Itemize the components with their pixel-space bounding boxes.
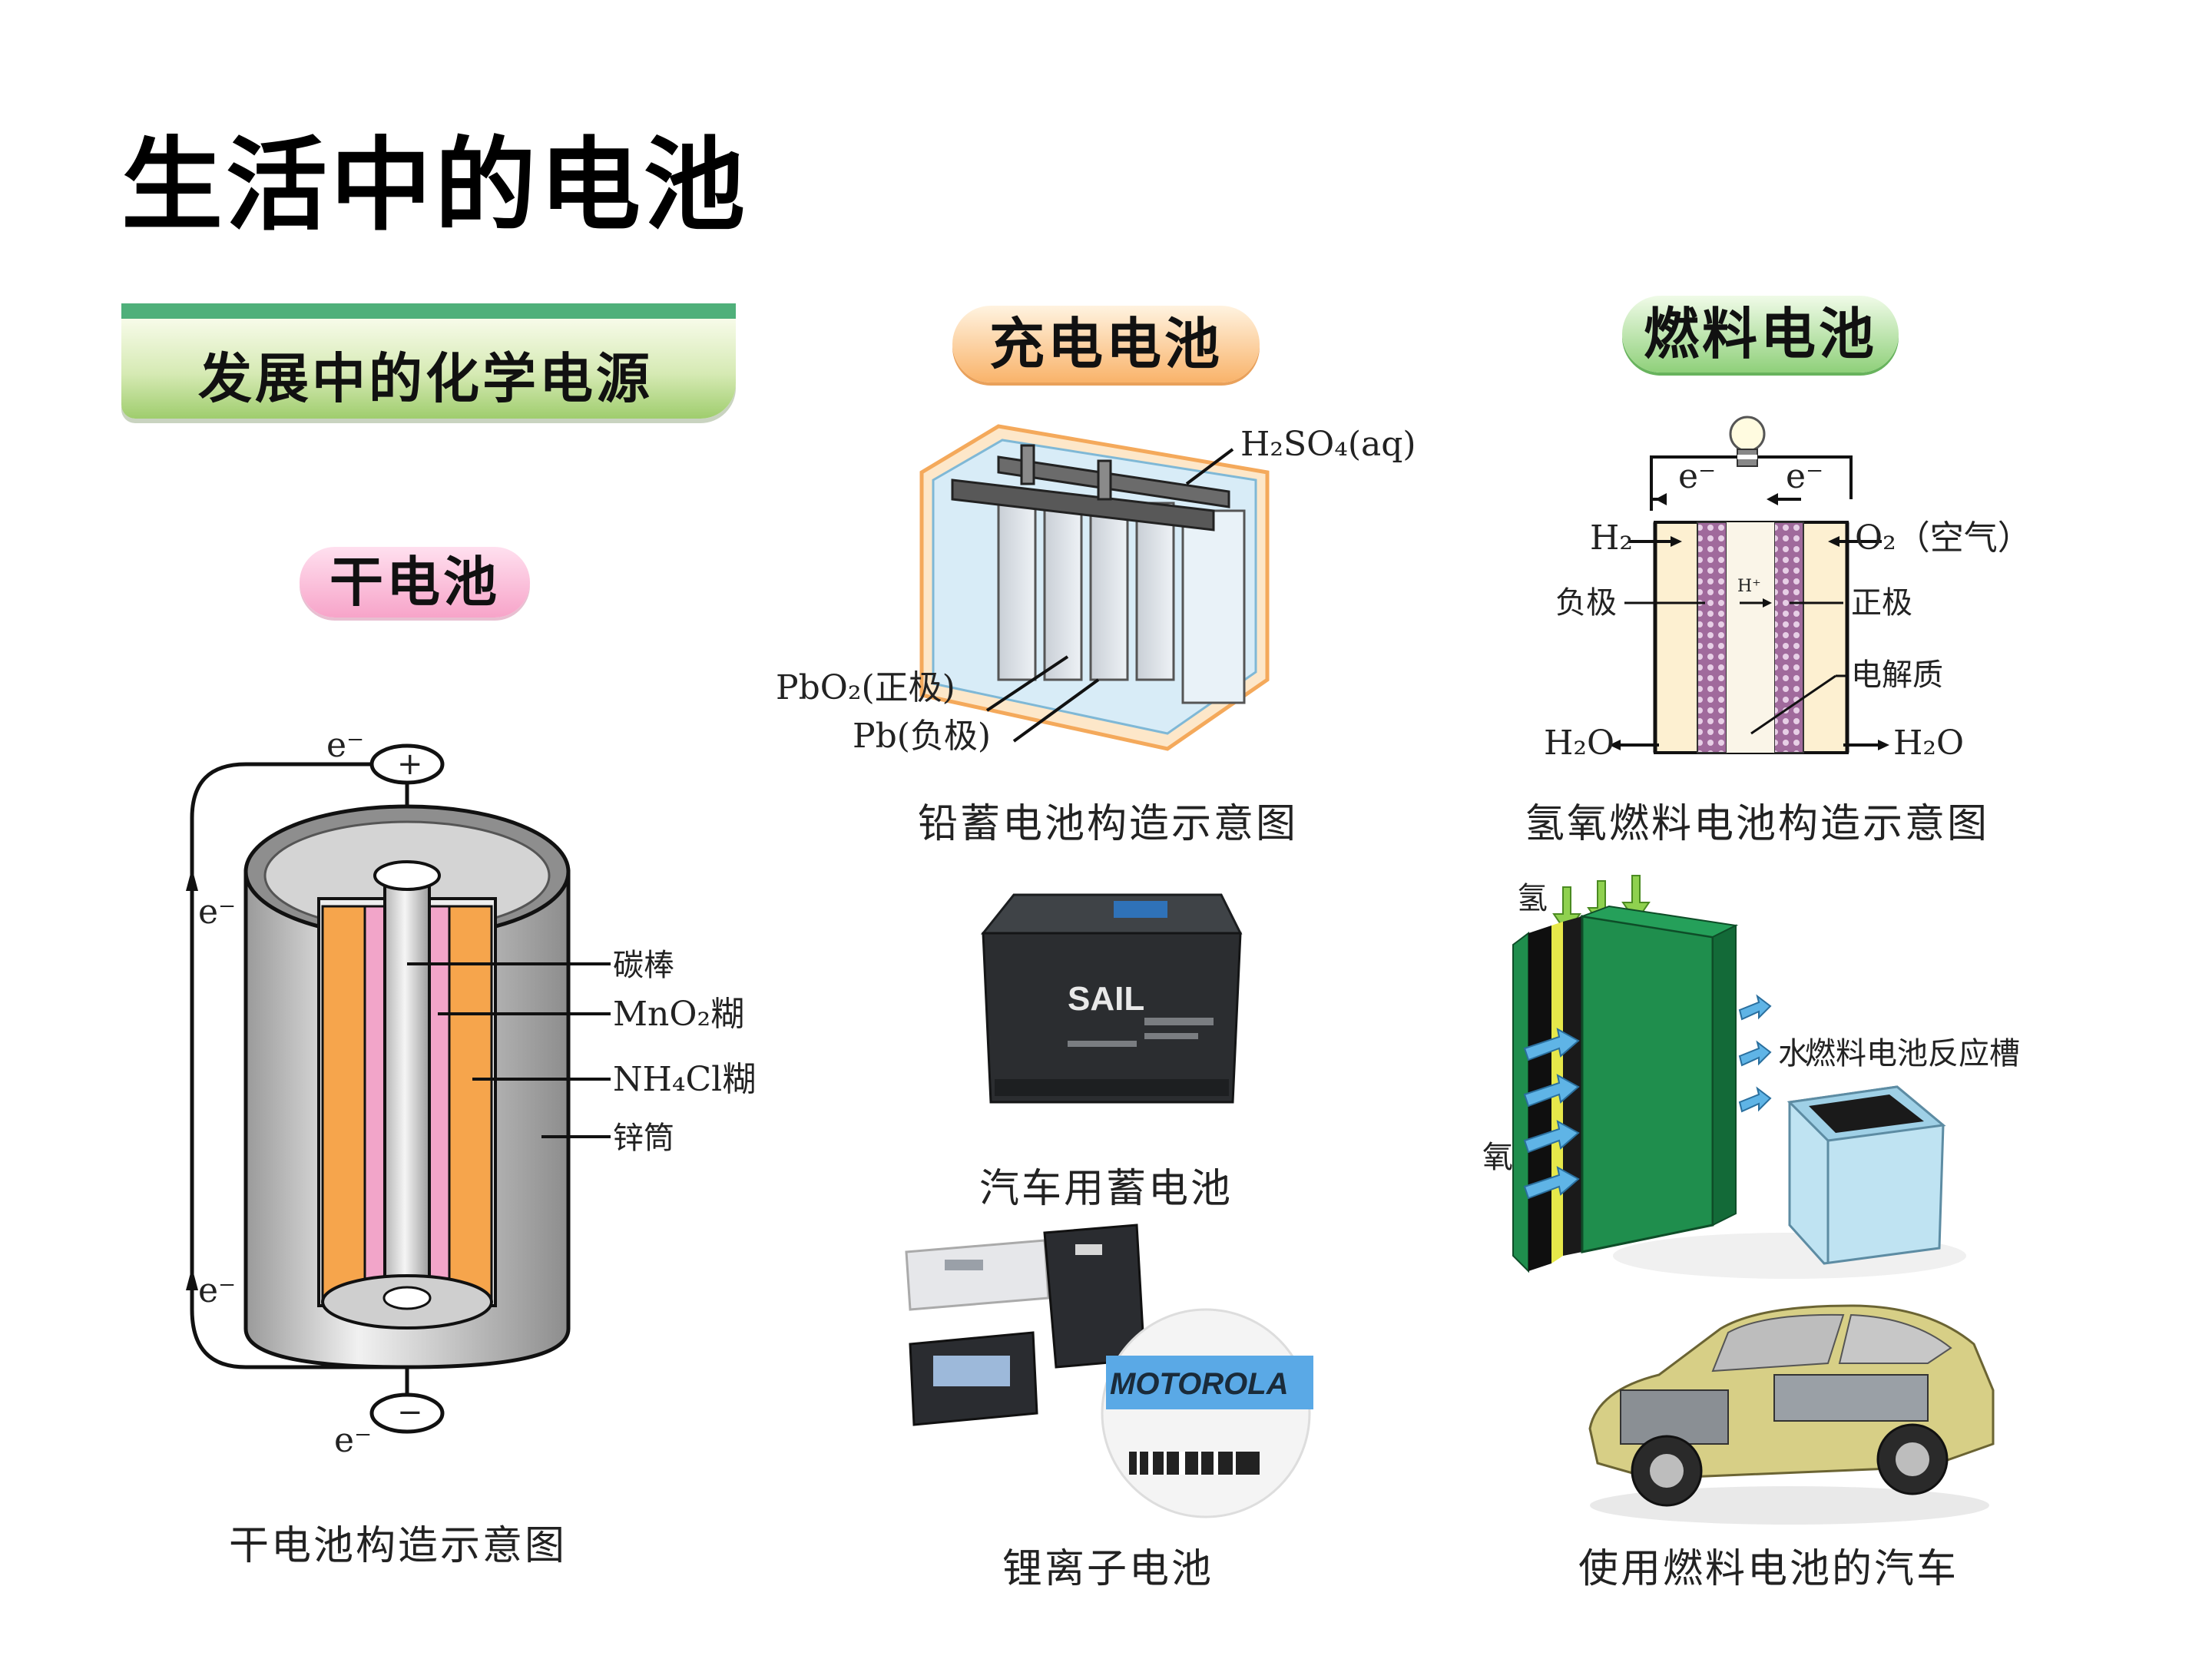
battery-brand: SAIL xyxy=(1068,980,1144,1018)
mno2-label: MnO₂糊 xyxy=(613,995,744,1034)
plus-sign: + xyxy=(397,747,423,782)
h2-label: H₂ xyxy=(1590,518,1633,558)
electrolyte-label: 电解质 xyxy=(1851,657,1943,693)
section-banner: 发展中的化学电源 xyxy=(121,303,736,419)
electron-label: e⁻ xyxy=(198,1271,236,1310)
negative-electrode-label: 负极 xyxy=(1555,585,1617,621)
electron-label: e⁻ xyxy=(326,726,364,765)
carbon-rod-label: 碳棒 xyxy=(613,948,674,983)
car-battery-caption: 汽车用蓄电池 xyxy=(979,1166,1233,1212)
electrolyte-label: H₂SO₄(aq) xyxy=(1240,425,1416,464)
fuel-cell-car-image xyxy=(1588,1304,1995,1525)
dry-cell-tag: 干电池 xyxy=(300,547,530,618)
li-ion-caption: 锂离子电池 xyxy=(1002,1546,1214,1592)
fuel-cell-car-caption: 使用燃料电池的汽车 xyxy=(1578,1546,1959,1592)
minus-sign: − xyxy=(397,1395,423,1430)
electron-label: e⁻ xyxy=(1678,457,1716,496)
h2o-left-label: H₂O xyxy=(1544,724,1614,763)
electron-label: e⁻ xyxy=(198,892,236,932)
positive-electrode-label: 正极 xyxy=(1851,585,1912,621)
oxygen-label: 氧 xyxy=(1482,1140,1513,1175)
page-title: 生活中的电池 xyxy=(121,127,748,245)
lead-acid-diagram: H₂SO₄(aq) PbO₂(正极) Pb(负极) xyxy=(776,424,1416,756)
negative-plate-label: Pb(负极) xyxy=(853,717,991,756)
nh4cl-label: NH₄Cl糊 xyxy=(613,1060,756,1099)
fuel-cell-stack-image: 氢 氧 水 燃料电池反应槽 xyxy=(1482,875,2020,1279)
positive-plate-label: PbO₂(正极) xyxy=(776,668,955,707)
zinc-label: 锌筒 xyxy=(613,1121,674,1156)
li-ion-battery-image: MOTOROLA xyxy=(905,1224,1313,1518)
dry-cell-diagram: e⁻ e⁻ e⁻ e⁻ + − 碳棒 MnO₂糊 NH₄Cl糊 锌筒 xyxy=(186,726,756,1460)
h2o-right-label: H₂O xyxy=(1893,724,1964,763)
hydrogen-label: 氢 xyxy=(1517,881,1548,916)
banner-label: 发展中的化学电源 xyxy=(198,347,653,410)
water-label: 水 xyxy=(1778,1036,1809,1071)
fuel-cell-caption: 氢氧燃料电池构造示意图 xyxy=(1525,801,1990,847)
car-battery-image: SAIL xyxy=(980,893,1243,1104)
dry-cell-caption: 干电池构造示意图 xyxy=(229,1523,568,1569)
reactor-label: 燃料电池反应槽 xyxy=(1805,1036,2020,1071)
electron-label: e⁻ xyxy=(1786,457,1823,496)
electron-label: e⁻ xyxy=(334,1421,372,1460)
rechargeable-tag: 充电电池 xyxy=(952,306,1260,382)
lead-acid-caption: 铅蓄电池构造示意图 xyxy=(918,801,1299,847)
fuel-cell-tag: 燃料电池 xyxy=(1622,296,1899,373)
o2-label: O₂（空气） xyxy=(1855,518,2032,558)
fuel-cell-diagram: e⁻ e⁻ H₂ O₂（空气） 负极 正极 H⁺ 电解质 H₂O H₂O xyxy=(1544,416,2032,763)
hplus-label: H⁺ xyxy=(1737,577,1761,596)
li-ion-brand: MOTOROLA xyxy=(1110,1367,1289,1401)
